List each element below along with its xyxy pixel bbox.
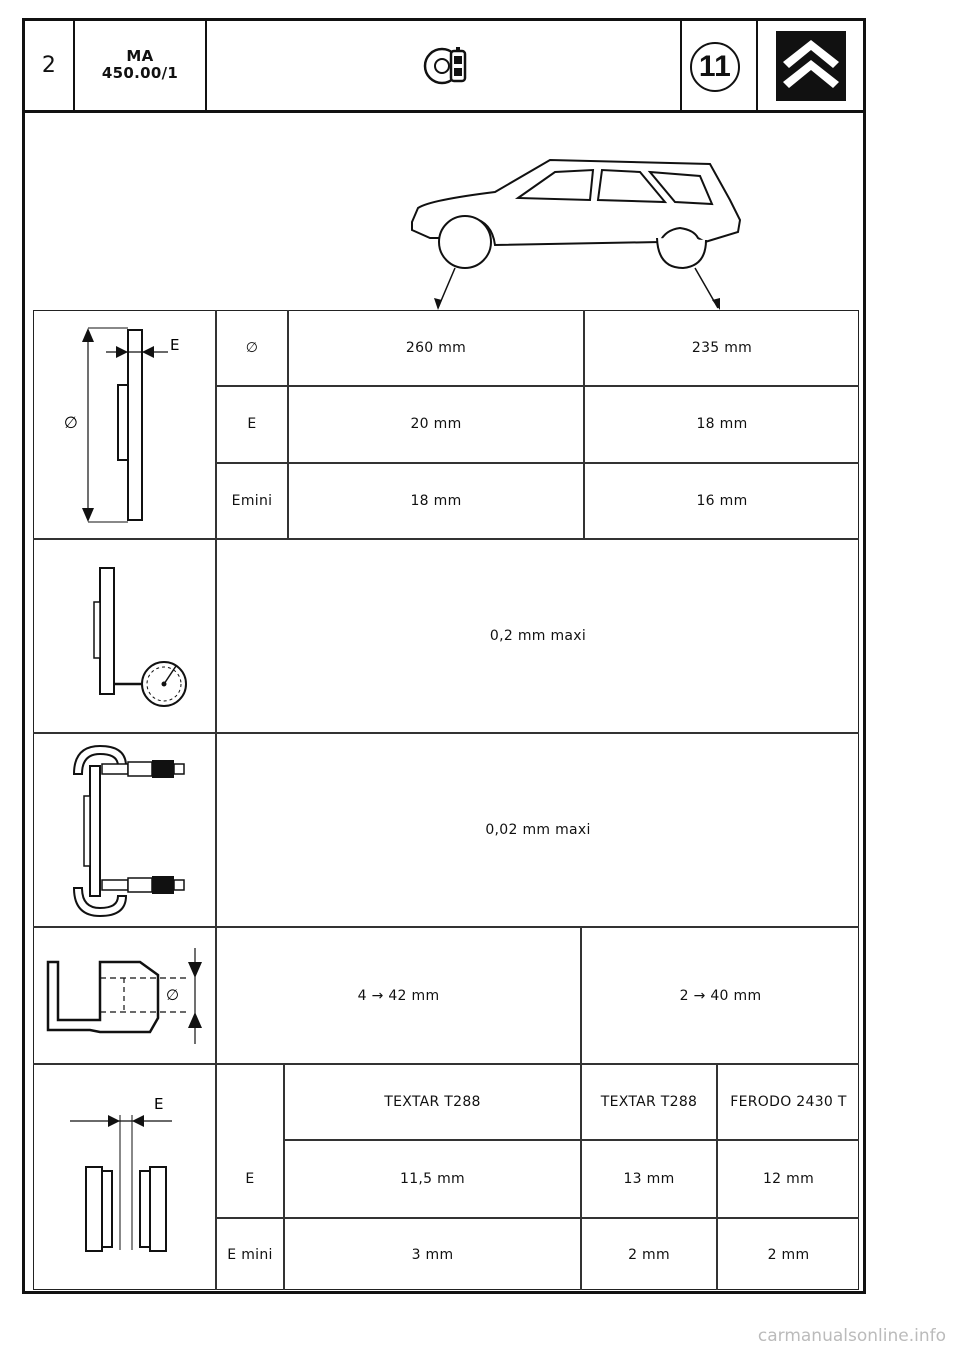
page-frame (22, 18, 866, 1294)
r1-sep-b (583, 310, 585, 539)
doc-reference: MA 450.00/1 (75, 20, 205, 110)
r5-line-2 (215, 1217, 859, 1219)
r5-sep-a (283, 1063, 285, 1290)
spec-table (33, 310, 859, 1290)
r1-line-2 (215, 462, 859, 464)
micrometer-diagram (72, 744, 185, 918)
label-thickness: E (247, 416, 257, 432)
front-pad-thickness: 11,5 mm (400, 1171, 465, 1187)
thickness-variation-value: 0,02 mm maxi (485, 822, 591, 838)
row-divider-4 (33, 1063, 859, 1065)
page-number: 2 (41, 52, 57, 78)
r1-sep-a (287, 310, 289, 539)
front-diameter: 260 mm (405, 340, 467, 356)
rear-diameter: 235 mm (691, 340, 753, 356)
dial-gauge-diagram (93, 567, 187, 707)
r1-line-1 (215, 385, 859, 387)
front-thickness: 20 mm (410, 416, 462, 432)
label-diameter: ∅ (245, 340, 259, 356)
rear-pad-a-brand: TEXTAR T288 (600, 1094, 698, 1110)
label-pad-thickness: E (245, 1170, 255, 1187)
citroen-logo (776, 31, 846, 101)
row-divider-1 (33, 538, 859, 540)
r5-line-1 (283, 1139, 859, 1141)
diagram-col-divider (215, 310, 217, 1290)
brake-disc-icon (423, 47, 467, 85)
runout-value: 0,2 mm maxi (489, 628, 587, 644)
rear-pad-b-thickness: 12 mm (762, 1171, 815, 1187)
bore-diagram-label: ∅ (166, 986, 179, 1004)
label-pad-thickness-min: E mini (227, 1246, 273, 1263)
doc-code: MA (126, 47, 154, 65)
label-thickness-min: Emini (231, 492, 273, 509)
rear-thickness: 18 mm (696, 416, 748, 432)
car-illustration (411, 158, 742, 310)
header-sep-3 (680, 18, 682, 111)
rear-pad-a-thickness-min: 2 mm (628, 1246, 670, 1263)
footer-watermark: carmanualsonline.info (757, 1326, 946, 1346)
header-sep-2 (205, 18, 207, 111)
caliper-bore-diagram: ∅ (46, 948, 202, 1044)
rear-pad-b-brand: FERODO 2430 T (730, 1094, 847, 1110)
diagram-label-diameter: ∅ (64, 413, 78, 432)
rear-bore: 2 → 40 mm (679, 987, 762, 1004)
rear-pad-a-thickness: 13 mm (623, 1171, 675, 1187)
pad-diagram-label: E (154, 1095, 163, 1113)
r5-sep-b (580, 1063, 582, 1290)
header-sep-4 (756, 18, 758, 111)
front-thickness-min: 18 mm (410, 492, 462, 509)
front-bore: 4 → 42 mm (357, 987, 440, 1004)
doc-ref: 450.00/1 (101, 64, 179, 82)
row-divider-2 (33, 732, 859, 734)
front-pad-brand: TEXTAR T288 (384, 1094, 481, 1110)
rear-thickness-min: 16 mm (696, 492, 748, 509)
disc-dimension-diagram: E ∅ (64, 327, 179, 523)
header-divider (22, 110, 866, 113)
r5-sep-c (716, 1063, 718, 1290)
front-pad-thickness-min: 3 mm (411, 1246, 454, 1263)
diagram-label-e: E (170, 336, 179, 354)
rear-pad-b-thickness-min: 2 mm (767, 1246, 810, 1263)
section-badge (690, 42, 740, 92)
brake-pad-diagram: E (70, 1095, 172, 1252)
r4-sep (580, 926, 582, 1064)
header-sep-1 (73, 18, 75, 111)
section-number: 11 (698, 50, 732, 83)
row-divider-3 (33, 926, 859, 928)
